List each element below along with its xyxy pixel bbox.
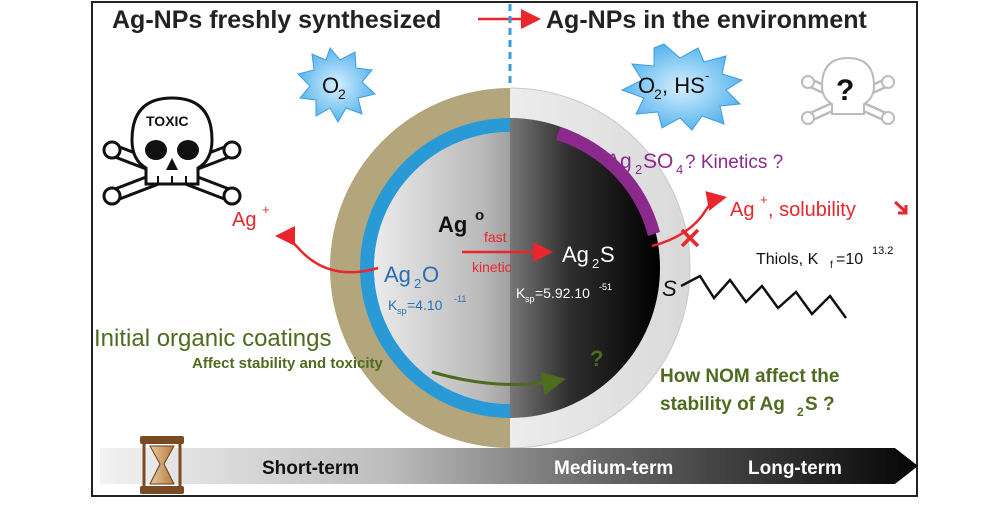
- sulfate-annotation: Ag 2 SO 4 ? Kinetics ?: [606, 150, 783, 177]
- oxide-ksp-prefix: K: [388, 297, 398, 313]
- blocked-cross-b: [680, 228, 700, 248]
- silver-ion-label-right: Ag: [730, 199, 754, 221]
- silver-core-label: Ag: [438, 212, 467, 237]
- thiol-s-label: S: [662, 276, 677, 301]
- silver-ion-sup-right: +: [760, 192, 768, 207]
- coating-question: ?: [590, 346, 603, 371]
- timeline-medium: Medium-term: [554, 458, 673, 479]
- thiol-value: =10: [836, 251, 863, 268]
- sulfide-ksp-prefix: K: [516, 285, 526, 301]
- sulfide-ksp-value: =5.92.10: [535, 285, 590, 301]
- coating-subtitle: Affect stability and toxicity: [192, 355, 384, 372]
- coating-title: Initial organic coatings: [94, 325, 331, 352]
- left-title: Ag-NPs freshly synthesized: [112, 6, 441, 34]
- oxygen-label-left: O: [322, 73, 339, 98]
- solubility-label: , solubility: [768, 199, 856, 221]
- timeline-arrow: [100, 448, 918, 484]
- oxide-sub: 2: [414, 276, 421, 291]
- nom-line2-prefix: stability of Ag: [660, 394, 785, 415]
- sulfide-tail-core: S: [600, 242, 615, 267]
- nom-line1: How NOM affect the: [660, 366, 839, 387]
- thiol-ligand: S Thiols, K f =10 13.2: [662, 245, 893, 319]
- silver-core-sup: o: [475, 207, 484, 224]
- oxygen-sub-right: 2: [654, 86, 662, 102]
- kinetic-label: kinetic: [472, 259, 512, 275]
- oxygen-burst-left: O 2: [297, 46, 377, 124]
- nom-line2-sub: 2: [797, 405, 804, 419]
- sulfide-ksp-sub: sp: [525, 294, 535, 304]
- sulfide-ksp-exp: -51: [599, 282, 612, 292]
- oxygen-sulfide-burst-right: O 2 , HS -: [620, 43, 744, 131]
- oxygen-sub-left: 2: [338, 86, 346, 102]
- uncertain-skull-icon: ?: [801, 56, 895, 125]
- oxide-ksp-exp: -11: [454, 294, 466, 304]
- thiol-label: Thiols, K: [756, 251, 819, 268]
- sulfide-sub-core: 2: [592, 256, 599, 271]
- thiol-chain: [680, 274, 848, 319]
- decrease-arrow-icon: [893, 200, 908, 215]
- sulfate-label: Ag: [606, 150, 632, 173]
- silver-ion-release-left: Ag +: [232, 202, 379, 274]
- oxide-ksp-value: =4.10: [407, 297, 443, 313]
- sulfide-label-core: Ag: [562, 242, 589, 267]
- oxide-tail: O: [422, 262, 439, 287]
- coating-arrow: [431, 370, 566, 396]
- sulfate-sub: 2: [635, 162, 642, 177]
- thiol-sub: f: [830, 260, 833, 271]
- uncertain-label: ?: [836, 74, 854, 107]
- thiol-sup: 13.2: [872, 245, 893, 257]
- oxide-ksp-sub: sp: [397, 306, 407, 316]
- nanoparticle: Ag o fast kinetic Ag 2 O K sp =4.10 -11 …: [330, 87, 691, 449]
- oxygen-label-right: O: [638, 73, 655, 98]
- silver-ion-sup-left: +: [262, 202, 270, 217]
- sulfide-sup: -: [705, 68, 709, 83]
- sulfate-sub2: 4: [676, 162, 683, 177]
- timeline-short: Short-term: [262, 458, 359, 479]
- sulfate-mid: SO: [643, 150, 673, 173]
- sulfate-layer: [556, 127, 660, 236]
- toxic-skull-icon: TOXIC: [102, 96, 242, 206]
- sulfide-core-right: [510, 118, 660, 418]
- sulfide-label: , HS: [662, 73, 705, 98]
- oxide-label: Ag: [384, 262, 411, 287]
- toxic-label: TOXIC: [146, 113, 189, 129]
- nom-annotation: How NOM affect the stability of Ag 2 S ?: [660, 366, 839, 419]
- fast-label: fast: [484, 229, 507, 245]
- timeline: Short-term Medium-term Long-term: [100, 448, 918, 484]
- silver-ion-release-right: Ag + , solubility: [651, 191, 908, 248]
- timeline-long: Long-term: [748, 458, 842, 479]
- coating-annotation: Initial organic coatings Affect stabilit…: [94, 325, 603, 396]
- silver-ion-label-left: Ag: [232, 209, 256, 231]
- hourglass-icon: [140, 436, 184, 494]
- nom-line2-tail: S ?: [805, 394, 835, 415]
- right-title: Ag-NPs in the environment: [546, 6, 868, 34]
- sulfate-tail: ? Kinetics ?: [685, 152, 783, 173]
